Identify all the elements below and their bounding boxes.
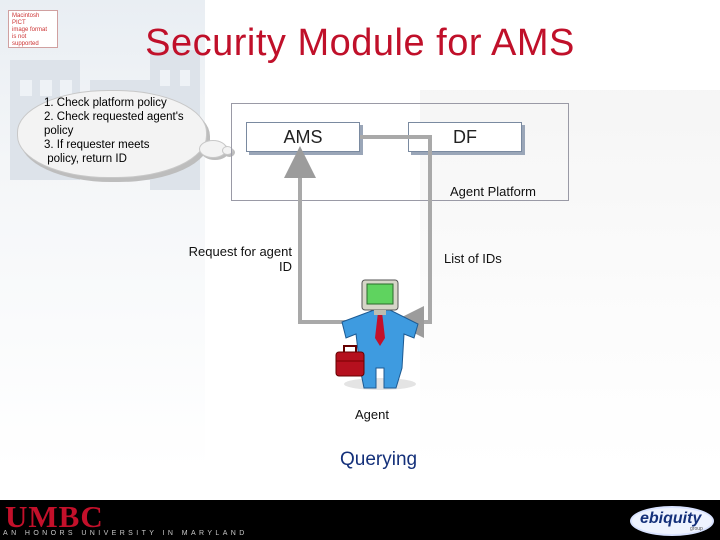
placeholder-line: Macintosh PICT [12, 13, 40, 26]
thought-bubble [17, 90, 207, 178]
ebiquity-logo [630, 506, 714, 536]
umbc-tagline: AN HONORS UNIVERSITY IN MARYLAND [3, 530, 248, 537]
background-photo-right [420, 90, 720, 470]
agent-label: Agent [355, 407, 389, 422]
list-of-ids-label: List of IDs [444, 251, 502, 266]
thought-bubble-text: 1. Check platform policy 2. Check reques… [44, 96, 204, 166]
agent-figure [335, 279, 419, 390]
request-arrow [284, 146, 356, 324]
policy-step: 3. If requester meets [44, 139, 150, 151]
ebiquity-logo-text: ebiquity [640, 510, 702, 527]
ids-arrow [360, 135, 432, 338]
placeholder-line: image format [12, 27, 48, 33]
policy-step: 2. Check requested agent's [44, 111, 184, 123]
policy-step: policy [44, 125, 74, 137]
thought-bubble-dot [222, 146, 233, 155]
request-label-line: Request for agent [188, 244, 292, 259]
agent-platform-box [231, 103, 569, 201]
policy-step: 1. Check platform policy [44, 97, 167, 109]
slide-title: Security Module for AMS [145, 22, 575, 64]
campus-photo-background [0, 0, 205, 470]
ebiquity-logo-subtext: group [690, 526, 703, 532]
placeholder-line: is not supported [12, 34, 39, 47]
querying-label: Querying [340, 449, 418, 470]
agent-platform-label: Agent Platform [450, 184, 536, 199]
policy-step: policy, return ID [44, 153, 127, 165]
umbc-logo: UMBC [5, 499, 104, 534]
request-label-line: ID [279, 259, 292, 274]
request-label: Request for agent ID [182, 244, 292, 274]
footer-bar [0, 500, 720, 540]
unsupported-image-placeholder: Macintosh PICT image format is not suppo… [8, 10, 58, 48]
